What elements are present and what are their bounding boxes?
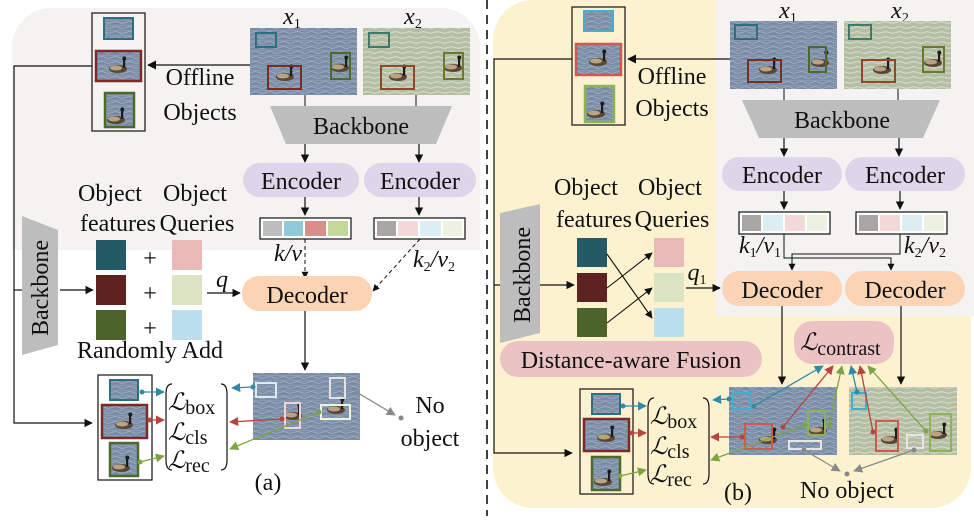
b-decoder-2 (845, 271, 965, 306)
b-loss-box: ℒbox (650, 402, 697, 433)
b-side-backbone-shape (500, 204, 540, 343)
b-backbone-label: Backbone (794, 108, 890, 134)
svg-text:+: + (143, 246, 157, 272)
no-object-label-2: object (401, 426, 460, 452)
offline-objects-box (91, 12, 146, 132)
b-loss-rec: ℒrec (650, 460, 692, 491)
decoder-label: Decoder (266, 283, 347, 309)
contrast-loss-label: ℒcontrast (800, 328, 881, 360)
loss-terms: ℒbox ℒcls ℒrec (168, 388, 215, 477)
b-prediction-image-2 (849, 387, 957, 455)
panel-a-caption: (a) (255, 470, 282, 496)
b-kv-label-1: k1/v1 (739, 233, 781, 261)
loss-rec: ℒrec (168, 446, 210, 477)
offline-label-1: Offline (166, 65, 235, 91)
input-image-x1 (250, 28, 357, 95)
b-encoder-1-label: Encoder (742, 163, 822, 189)
object-features (96, 240, 126, 340)
b-object-features (577, 238, 607, 337)
offline-object-crops (94, 17, 143, 129)
distance-aware-fusion-label-bg (500, 341, 762, 377)
kv-label-1: k/v (274, 241, 302, 267)
b-q-label: q1 (688, 260, 707, 288)
features-heading-2: features (80, 211, 156, 237)
b-queries-heading-1: Object (638, 175, 702, 201)
b-input-x1-label: x1 (778, 0, 797, 26)
b-side-backbone-label: Backbone (510, 227, 536, 323)
b-encoder-1 (722, 157, 842, 191)
kv-label-2: k2/v2 (413, 247, 455, 275)
b-no-object-label: No object (800, 478, 894, 504)
gt-objects-box (97, 374, 153, 481)
b-gt-object-crops (582, 393, 631, 492)
svg-text:+: + (143, 316, 157, 342)
b-object-queries (654, 238, 684, 337)
token-strip-1 (259, 217, 352, 240)
gt-object-crops (100, 379, 149, 478)
token-strip-2 (373, 217, 466, 240)
backbone-shape (270, 106, 452, 144)
encoder-2 (364, 163, 476, 197)
queries-heading-2: Queries (160, 211, 235, 237)
b-decoder-1 (722, 271, 842, 306)
side-backbone-label: Backbone (28, 240, 54, 336)
queries-heading-1: Object (163, 181, 227, 207)
object-queries (172, 240, 202, 340)
b-token-strip-2 (855, 211, 948, 235)
loss-cls: ℒcls (168, 418, 208, 449)
input-x2-label: x2 (403, 4, 422, 32)
input-image-x2 (363, 28, 470, 95)
b-backbone-shape (742, 100, 940, 138)
panel-a: x1 x2 Offline Objects (12, 4, 480, 496)
encoder-1-label: Encoder (261, 169, 341, 195)
b-queries-heading-2: Queries (635, 207, 710, 233)
randomly-add-label: Randomly Add (77, 338, 223, 364)
fusion-arrows (606, 252, 653, 324)
decoder (242, 276, 372, 311)
panel-b-caption: (b) (724, 480, 752, 506)
plus-signs: + + + (143, 246, 157, 342)
svg-text:+: + (143, 281, 157, 307)
loss-box: ℒbox (168, 388, 215, 419)
b-offline-label-2: Objects (635, 96, 708, 122)
b-gt-objects-box (579, 388, 634, 495)
b-loss-cls: ℒcls (650, 432, 690, 463)
offline-label-2: Objects (163, 100, 236, 126)
encoder-1 (243, 163, 359, 197)
b-input-image-x1 (730, 21, 837, 89)
b-prediction-image-1 (729, 387, 837, 455)
b-decoder-2-label: Decoder (864, 278, 945, 304)
b-encoder-2 (845, 157, 965, 191)
encoder-2-label: Encoder (380, 169, 460, 195)
b-features-heading-2: features (556, 207, 632, 233)
b-input-image-x2 (844, 21, 951, 89)
b-loss-terms: ℒbox ℒcls ℒrec (650, 402, 697, 491)
b-offline-label-1: Offline (638, 64, 707, 90)
b-decoder-1-label: Decoder (741, 278, 822, 304)
distance-aware-fusion-label: Distance-aware Fusion (521, 348, 742, 374)
no-object-label-1: No (415, 393, 444, 419)
input-x1-label: x1 (282, 4, 301, 32)
q-label: q (216, 267, 228, 293)
b-offline-object-crops (574, 10, 623, 124)
b-input-x2-label: x2 (890, 0, 909, 26)
prediction-image (253, 373, 360, 440)
backbone-label: Backbone (313, 114, 409, 140)
side-backbone-shape (22, 216, 58, 355)
b-encoder-2-label: Encoder (865, 163, 945, 189)
features-heading-1: Object (78, 181, 142, 207)
contrast-loss-bg (794, 321, 894, 364)
panel-b: x1 x2 Offline Objects (493, 0, 974, 508)
b-token-strip-1 (738, 211, 831, 235)
b-kv-label-2: k2/v2 (904, 233, 946, 261)
b-offline-objects-box (571, 6, 626, 126)
b-features-heading-1: Object (554, 175, 618, 201)
